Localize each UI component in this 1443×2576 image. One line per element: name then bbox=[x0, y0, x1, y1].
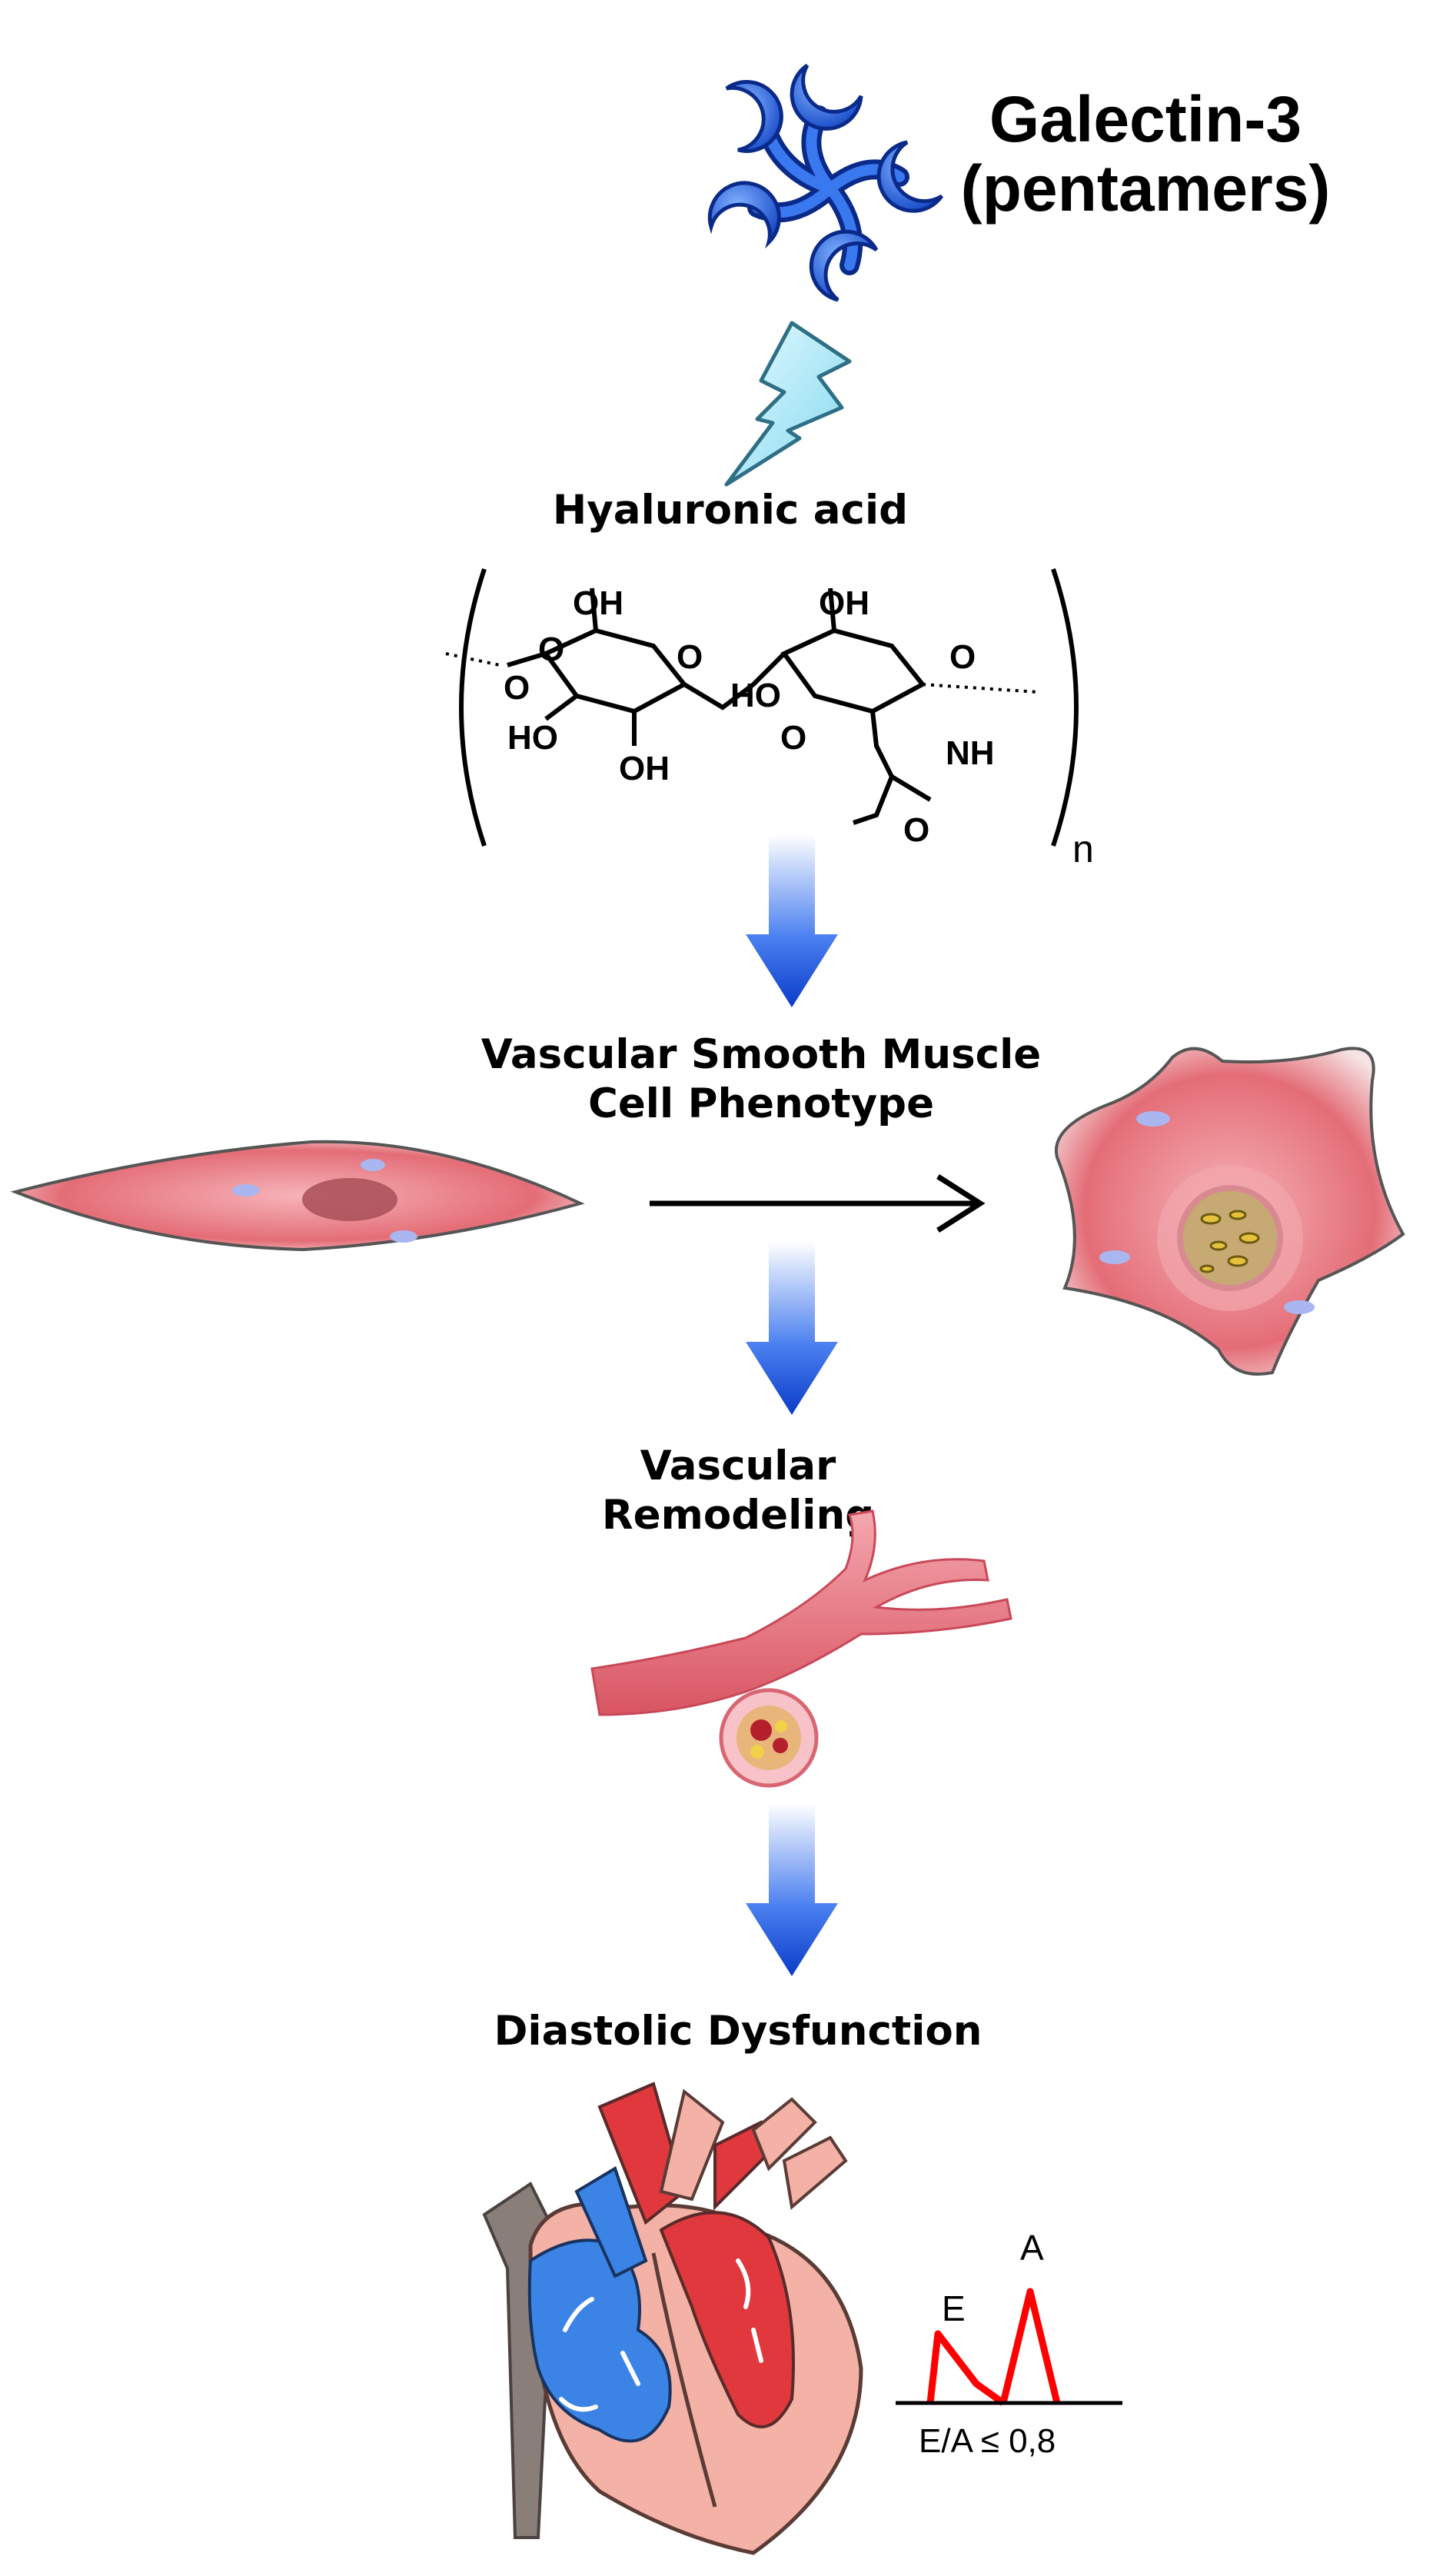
mol-label-ho-left: HO bbox=[507, 719, 558, 757]
vsmc-phenotype-label: Vascular Smooth Muscle Cell Phenotype bbox=[477, 1030, 1046, 1129]
mol-label-oh-top2: OH bbox=[819, 584, 869, 622]
doppler-ratio: E/A ≤ 0,8 bbox=[919, 2422, 1056, 2460]
galectin-title-line2: (pentamers) bbox=[960, 152, 1331, 225]
phenotype-switch-arrow bbox=[650, 1174, 986, 1233]
blood-vessel-illustration bbox=[590, 1509, 1012, 1788]
diastolic-dysfunction-label: Diastolic Dysfunction bbox=[494, 2008, 983, 2055]
vsmc-label-line2: Cell Phenotype bbox=[587, 1080, 935, 1127]
mol-label-nh: NH bbox=[946, 734, 995, 772]
mol-label-o-amide: O bbox=[903, 811, 930, 849]
down-arrow-icon-1 bbox=[746, 834, 838, 1007]
mol-label-o-ring2: O bbox=[949, 638, 976, 676]
contractile-smooth-muscle-cell bbox=[10, 1140, 585, 1252]
down-arrow-icon-3 bbox=[746, 1803, 838, 1976]
lightning-bolt-icon bbox=[724, 321, 852, 487]
galectin-pentamer-icon bbox=[707, 63, 944, 302]
down-arrow-icon-2 bbox=[746, 1242, 838, 1415]
doppler-peak-e: E bbox=[942, 2288, 966, 2328]
synthetic-smooth-muscle-cell bbox=[1054, 1047, 1405, 1376]
doppler-peak-a: A bbox=[1020, 2228, 1044, 2268]
mol-label-o-ring1: O bbox=[677, 638, 703, 676]
hyaluronic-acid-structure bbox=[445, 568, 1079, 847]
galectin-title-line1: Galectin-3 bbox=[989, 83, 1302, 155]
hyaluronic-acid-label: Hyaluronic acid bbox=[552, 487, 909, 534]
vascular-remodeling-label: Vascular Remodeling bbox=[601, 1443, 875, 1539]
mol-label-o-left: O bbox=[504, 669, 530, 707]
heart-illustration bbox=[482, 2082, 863, 2555]
mol-label-ho-mid: HO bbox=[730, 677, 781, 714]
mol-label-oh-top1: OH bbox=[573, 584, 623, 622]
mol-label-o-carbonyl: O bbox=[538, 631, 565, 668]
mitral-doppler-trace bbox=[896, 2288, 1122, 2406]
galectin-title: Galectin-3 (pentamers) bbox=[946, 85, 1345, 223]
mol-label-oh-bottom1: OH bbox=[619, 750, 670, 787]
mol-label-o-bridge: O bbox=[780, 719, 807, 757]
vsmc-label-line1: Vascular Smooth Muscle bbox=[480, 1031, 1042, 1078]
mol-label-n-subscript: n bbox=[1072, 827, 1094, 870]
